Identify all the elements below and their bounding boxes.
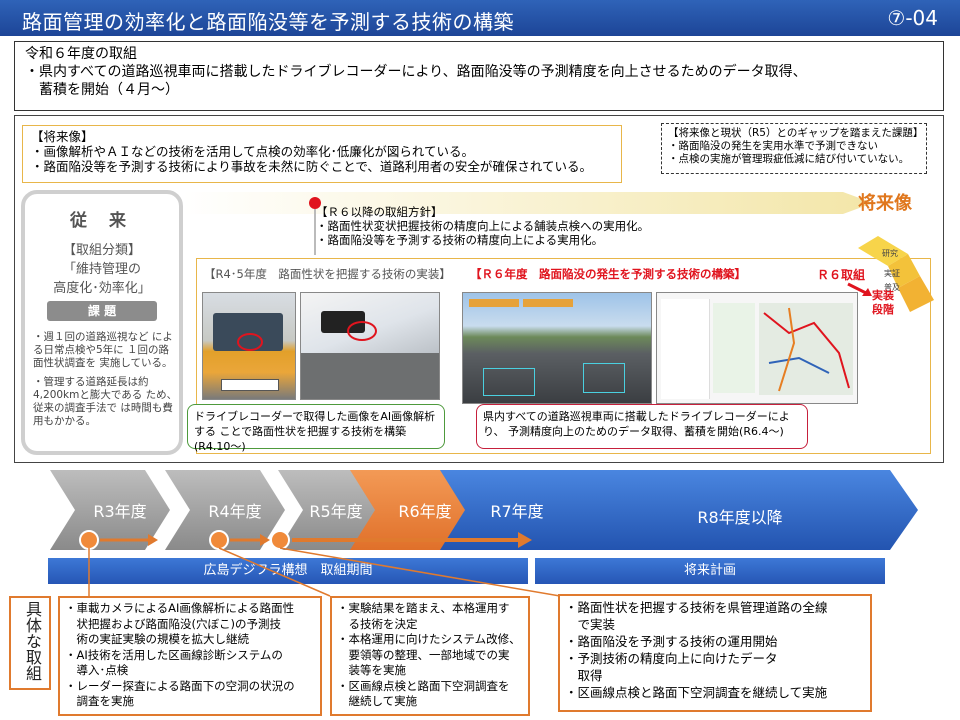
policy-marker	[309, 197, 321, 209]
issue-bullet: ・管理する道路延長は約 4,200kmと膨大である ため、従来の調査手法で は時…	[33, 376, 178, 427]
stage-pyramid: 研究 実証 普及	[858, 236, 934, 312]
chevron-r6	[350, 470, 480, 550]
milestone-dot	[209, 530, 229, 550]
future-item: ・路面陥没等を予測する技術により事故を未然に防ぐことで、道路利用者の安全が確保さ…	[31, 159, 593, 174]
specific-line: ・レーダー探査による路面下の空洞の状況の	[65, 678, 295, 693]
specific-line: 調査を実施	[65, 694, 134, 708]
specific-line: 導入･点検	[65, 663, 129, 677]
dashcam-photo	[300, 292, 440, 400]
r6-torikumi-label: Ｒ６取組	[817, 268, 866, 282]
specific-line: ・実験結果を踏まえ、本格運用す	[337, 601, 510, 615]
digital-infra-period-bar: 広島デジフラ構想 取組期間	[48, 558, 528, 584]
caption-r6: 県内すべての道路巡視車両に搭載したドライブレコーダーにより、 予測精度向上のため…	[476, 404, 808, 449]
pyramid-label: 実証	[884, 268, 900, 278]
milestone-dot	[270, 530, 290, 550]
summary-line: 蓄積を開始（４月～）	[39, 82, 179, 98]
map-routes	[763, 307, 850, 392]
specific-line: 要領等の整理、一部地域での実	[337, 647, 510, 662]
connector-lines	[88, 547, 561, 597]
chevron-r4	[165, 470, 285, 550]
future-plan-bar: 将来計画	[535, 558, 885, 584]
summary-box: 令和６年度の取組 ・県内すべての道路巡視車両に搭載したドライブレコーダーにより、…	[14, 41, 944, 111]
year-r6: R6年度	[398, 502, 452, 521]
gap-heading: 【将来像と現状（R5）とのギャップを踏まえた課題】	[668, 127, 924, 139]
specific-line: ・本格運用に向けたシステム改修、	[337, 632, 521, 646]
specific-line: 取得	[565, 668, 603, 683]
specific-line: ・車載カメラによるAI画像解析による路面性	[65, 601, 295, 615]
future-vision-box: 【将来像】 ・画像解析やＡＩなどの技術を活用して点検の効率化･低廉化が図られてい…	[22, 125, 622, 183]
specific-line: ・路面陥没を予測する技術の運用開始	[565, 634, 778, 649]
specific-line: ・区画線点検と路面下空洞調査を継続して実施	[565, 685, 828, 700]
policy-line	[314, 209, 316, 255]
specific-line: る技術を決定	[337, 616, 418, 631]
pyramid-label: 研究	[882, 248, 898, 258]
specific-line: で実装	[565, 617, 616, 632]
r45-heading: 【R4･5年度 路面性状を把握する技術の実装】	[204, 267, 451, 281]
page-title: 路面管理の効率化と路面陥没等を予測する技術の構築	[22, 10, 514, 34]
year-r3: R3年度	[93, 502, 147, 521]
issue-bullet: ・週１回の道路巡視など による日常点検や5年に １回の路面性状調査を 実施してい…	[33, 331, 173, 369]
future-label: 将来像	[858, 193, 912, 214]
specific-label: 具体な取組	[9, 596, 51, 690]
specific-line: ・AI技術を活用した区画線診断システムの	[65, 647, 283, 662]
stage-arrow	[847, 282, 872, 296]
specific-line: ・区画線点検と路面下空洞調査を	[337, 678, 510, 693]
specific-box-r5: ・実験結果を踏まえ、本格運用す る技術を決定 ・本格運用に向けたシステム改修、 …	[330, 596, 530, 716]
timeline	[50, 470, 918, 550]
specific-box-r8: ・路面性状を把握する技術を県管理道路の全線 で実装 ・路面陥没を予測する技術の運…	[558, 594, 872, 712]
gap-issue-box: 【将来像と現状（R5）とのギャップを踏まえた課題】 ・路面陥没の発生を実用水準で…	[661, 123, 927, 174]
title-bar: 路面管理の効率化と路面陥没等を予測する技術の構築 ⑦-04	[0, 0, 960, 36]
gap-item: ・点検の実施が管理瑕疵低減に結び付いていない。	[668, 153, 910, 165]
main-panel	[14, 115, 944, 463]
category-line: 「維持管理の	[62, 262, 141, 277]
caption-r45: ドライブレコーダーで取得した画像をAI画像解析する ことで路面性状を把握する技術…	[187, 404, 445, 453]
category-line: 【取組分類】	[62, 243, 141, 258]
ai-analysis-photo	[462, 292, 652, 404]
conventional-title: 従 来	[70, 211, 134, 231]
category-label: 【取組分類】 「維持管理の 高度化･効率化」	[25, 241, 179, 298]
issue-label: 課 題	[47, 301, 157, 321]
summary-heading: 令和６年度の取組	[25, 46, 137, 62]
specific-line: 術の実証実験の規模を拡大し継続	[65, 632, 249, 646]
future-item: ・画像解析やＡＩなどの技術を活用して点検の効率化･低廉化が図られている。	[31, 144, 475, 159]
page-number: ⑦-04	[887, 6, 938, 30]
summary-line: ・県内すべての道路巡視車両に搭載したドライブレコーダーにより、路面陥没等の予測精…	[25, 64, 807, 80]
policy-item: ・路面性状変状把握技術の精度向上による舗装点検への実用化。	[316, 219, 650, 233]
policy-item: ・路面陥没等を予測する技術の精度向上による実用化。	[316, 233, 604, 247]
policy-box: 【Ｒ６以降の取組方針】 ・路面性状変状把握技術の精度向上による舗装点検への実用化…	[316, 205, 676, 257]
policy-heading: 【Ｒ６以降の取組方針】	[316, 205, 443, 219]
specific-line: ・予測技術の精度向上に向けたデータ	[565, 651, 778, 666]
specific-box-r3r4: ・車載カメラによるAI画像解析による路面性 状把握および路面陥没(穴ぼこ)の予測…	[58, 596, 322, 716]
year-r8: R8年度以降	[697, 508, 783, 527]
implementation-box	[196, 258, 931, 454]
future-heading: 【将来像】	[31, 129, 94, 144]
pyramid-label: 普及	[884, 282, 900, 292]
pyramid-level	[858, 236, 908, 266]
specific-line: 装等を実施	[337, 663, 406, 677]
map-screen-photo	[656, 292, 858, 404]
year-r5: R5年度	[309, 502, 363, 521]
pyramid-stage-label: 実装段階	[872, 289, 894, 316]
future-arrow	[183, 192, 873, 214]
pyramid-level	[888, 254, 920, 288]
specific-line: ・路面性状を把握する技術を県管理道路の全線	[565, 600, 828, 615]
chevron-r8	[530, 470, 918, 550]
r6-heading: 【Ｒ６年度 路面陥没の発生を予測する技術の構築】	[470, 267, 746, 281]
truck-photo	[202, 292, 296, 400]
specific-line: 状把握および路面陥没(穴ぼこ)の予測技	[65, 616, 281, 631]
category-line: 高度化･効率化」	[53, 281, 151, 296]
conventional-box: 従 来 【取組分類】 「維持管理の 高度化･効率化」 課 題 ・週１回の道路巡視…	[21, 190, 183, 455]
chevron-r7	[440, 470, 565, 550]
year-r7: R7年度	[490, 502, 544, 521]
pyramid-level	[898, 276, 934, 312]
issue-bullets: ・週１回の道路巡視など による日常点検や5年に １回の路面性状調査を 実施してい…	[33, 331, 179, 434]
chevron-r3	[50, 470, 170, 550]
year-r4: R4年度	[208, 502, 262, 521]
gap-item: ・路面陥没の発生を実用水準で予測できない	[668, 140, 878, 152]
specific-line: 継続して実施	[337, 694, 418, 708]
